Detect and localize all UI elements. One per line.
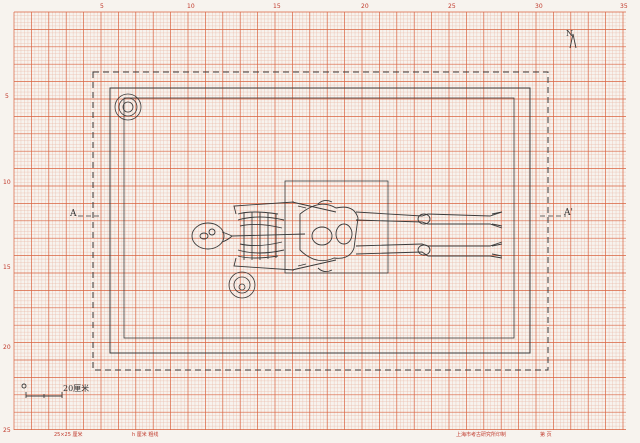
section-label-a-prime: A' — [564, 208, 573, 218]
top-tick-35: 35 — [620, 3, 628, 10]
artifact-circle-lower — [228, 271, 256, 299]
north-label: N — [566, 29, 573, 38]
top-tick-10: 10 — [187, 3, 195, 10]
left-tick-5: 5 — [5, 93, 9, 100]
pelvis — [299, 203, 359, 262]
top-tick-25: 25 — [448, 3, 456, 10]
footer-ruling: h 厘米 粗线 — [132, 432, 159, 438]
left-tick-15: 15 — [3, 264, 11, 271]
top-tick-20: 20 — [361, 3, 369, 10]
footer-printer: 上海市考古研究所印制 — [456, 432, 507, 438]
scale-bar — [21, 383, 63, 398]
left-tick-10: 10 — [3, 179, 11, 186]
section-label-a: A — [70, 209, 77, 219]
left-tick-25: 25 — [3, 427, 11, 434]
top-tick-15: 15 — [273, 3, 281, 10]
skeleton-drawing — [191, 199, 503, 273]
pit-outline-dashed — [92, 71, 549, 371]
footer-paper-size: 25×25 厘米 — [54, 432, 83, 438]
artifact-circle-upper — [114, 93, 142, 121]
coffin-inner-outline — [123, 97, 515, 339]
north-arrow — [569, 33, 577, 49]
top-tick-5: 5 — [100, 3, 104, 10]
left-tick-20: 20 — [3, 344, 11, 351]
scale-label: 20厘米 — [63, 384, 90, 393]
skull — [191, 222, 225, 250]
coffin-outer-outline — [109, 87, 531, 354]
footer-page: 第 页 — [540, 432, 552, 438]
top-tick-30: 30 — [535, 3, 543, 10]
right-leg — [355, 241, 503, 247]
inner-box-outline — [284, 180, 389, 274]
left-leg — [355, 211, 503, 217]
